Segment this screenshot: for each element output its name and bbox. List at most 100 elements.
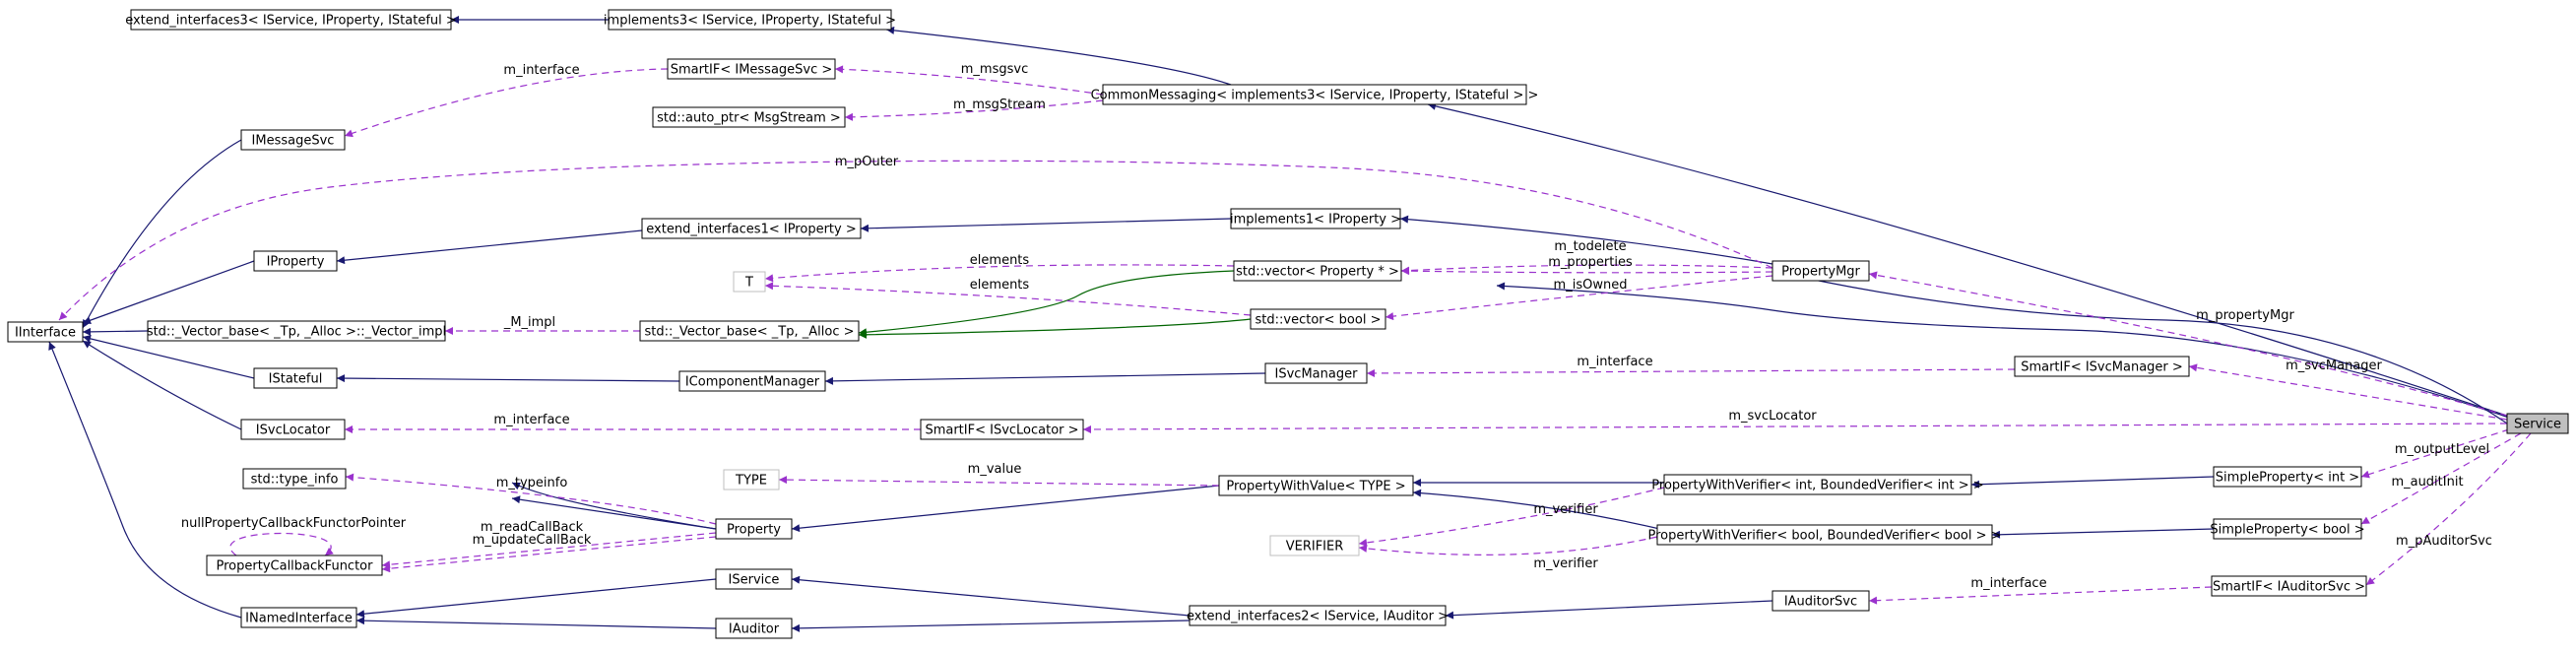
template-edge (858, 270, 1235, 337)
node-smartif-iauditorsvc[interactable]: SmartIF< IAuditorSvc > (2211, 575, 2367, 597)
node-box (1269, 535, 1360, 556)
edge-label-m-updatecallback: m_updateCallBack (473, 533, 592, 548)
inheritance-edge (1496, 282, 2510, 419)
edge-label-null-property-callback-functor-pointer: nullPropertyCallbackFunctorPointer (181, 516, 407, 531)
node-type-info[interactable]: std::type_info (242, 468, 347, 490)
usage-edge (1366, 368, 2016, 377)
node-box (1250, 308, 1386, 330)
inheritance-edge (1445, 600, 1773, 620)
node-pwv-int[interactable]: PropertyWithVerifier< int, BoundedVerifi… (1651, 474, 1984, 495)
node-box (608, 9, 892, 31)
node-box (2014, 356, 2190, 377)
node-istateful[interactable]: IStateful (253, 367, 338, 389)
node-vector-property[interactable]: std::vector< Property * > (1233, 260, 1402, 282)
edge-label-m-verifier: m_verifier (1533, 556, 1598, 571)
node-box (2213, 518, 2362, 540)
edge-label-m-interface: m_interface (503, 63, 579, 78)
node-icomponentmanager[interactable]: IComponentManager (678, 370, 826, 392)
inheritance-edge (791, 620, 1191, 632)
inheritance-edge (48, 341, 242, 619)
node-property[interactable]: Property (715, 518, 793, 540)
node-label: std::vector< bool > (1256, 313, 1382, 328)
node-simpleproperty-int[interactable]: SimpleProperty< int > (2213, 466, 2362, 488)
node-box (2211, 575, 2367, 597)
usage-edge (1868, 271, 2508, 417)
inheritance-edge (82, 327, 149, 336)
node-vector-impl[interactable]: std::_Vector_base< _Tp, _Alloc >::_Vecto… (147, 320, 446, 342)
usage-edge (1400, 267, 1773, 276)
node-t[interactable]: T (733, 271, 766, 293)
node-implements3[interactable]: implements3< IService, IProperty, IState… (604, 9, 896, 31)
node-smartif-isvclocator[interactable]: SmartIF< ISvcLocator > (920, 419, 1084, 440)
node-box (240, 129, 346, 151)
node-extend-interfaces3[interactable]: extend_interfaces3< IService, IProperty,… (125, 9, 457, 31)
node-auto-ptr-msgstream[interactable]: std::auto_ptr< MsgStream > (652, 106, 846, 128)
edge-label-m-todelete: m_todelete (1554, 239, 1626, 254)
node-propertywithvalue[interactable]: PropertyWithValue< TYPE > (1218, 475, 1414, 496)
node-box (652, 106, 846, 128)
node-label: PropertyWithVerifier< bool, BoundedVerif… (1647, 529, 2001, 544)
edge-label-m-svcmanager: m_svcManager (2286, 359, 2382, 373)
node-label: implements1< IProperty > (1230, 213, 1401, 228)
usage-edge (1868, 586, 2213, 605)
inheritance-edge (824, 372, 1266, 385)
node-implements1[interactable]: implements1< IProperty > (1230, 208, 1401, 229)
node-inamedinterface[interactable]: INamedInterface (240, 607, 357, 628)
node-commonmessaging[interactable]: CommonMessaging< implements3< IService, … (1091, 84, 1539, 105)
node-iinterface[interactable]: IInterface (7, 321, 84, 343)
node-iservice[interactable]: IService (715, 568, 793, 590)
node-type[interactable]: TYPE (723, 469, 780, 490)
node-vector-base[interactable]: std::_Vector_base< _Tp, _Alloc > (639, 320, 860, 342)
usage-edge (1385, 275, 1773, 321)
edge-label-m-svclocator: m_svcLocator (1728, 409, 1817, 424)
node-vector-bool[interactable]: std::vector< bool > (1250, 308, 1386, 330)
inheritance-edge (1991, 528, 2215, 539)
usage-edge (344, 68, 669, 138)
node-imessagesvc[interactable]: IMessageSvc (240, 129, 346, 151)
node-pwv-bool[interactable]: PropertyWithVerifier< bool, BoundedVerif… (1647, 524, 2002, 546)
inheritance-edge (336, 374, 680, 383)
edges-layer (48, 16, 2532, 632)
node-extend-interfaces1[interactable]: extend_interfaces1< IProperty > (641, 218, 862, 239)
node-iproperty[interactable]: IProperty (253, 250, 338, 272)
node-box (1218, 475, 1414, 496)
node-box (1189, 605, 1447, 626)
node-label: implements3< IService, IProperty, IState… (604, 14, 896, 29)
node-isvcmanager[interactable]: ISvcManager (1264, 362, 1368, 384)
node-propertymgr[interactable]: PropertyMgr (1771, 260, 1870, 282)
inheritance-edge (336, 229, 643, 265)
node-smartif-isvcmanager[interactable]: SmartIF< ISvcManager > (2014, 356, 2190, 377)
node-service[interactable]: Service (2506, 413, 2569, 434)
edge-label-m-value: m_value (968, 462, 1022, 477)
node-iauditor[interactable]: IAuditor (715, 618, 793, 639)
node-extend-interfaces2[interactable]: extend_interfaces2< IService, IAuditor > (1187, 605, 1449, 626)
node-isvclocator[interactable]: ISvcLocator (240, 419, 346, 440)
edge-label-m-interface: m_interface (1970, 576, 2046, 591)
node-box (733, 271, 766, 293)
node-label: extend_interfaces1< IProperty > (646, 223, 856, 237)
node-verifier[interactable]: VERIFIER (1269, 535, 1360, 556)
node-label: IAuditor (729, 622, 780, 637)
node-box (1663, 474, 1972, 495)
node-label: ISvcManager (1275, 367, 1359, 382)
usage-edge (2188, 363, 2508, 421)
usage-edge (345, 473, 717, 525)
usage-edge (2365, 432, 2532, 586)
node-simpleproperty-bool[interactable]: SimpleProperty< bool > (2210, 518, 2365, 540)
inheritance-edge (1412, 489, 1665, 531)
node-label: SmartIF< ISvcManager > (2021, 360, 2183, 375)
node-box (641, 218, 862, 239)
node-label: std::_Vector_base< _Tp, _Alloc > (644, 325, 854, 340)
usage-edge (778, 476, 1220, 487)
node-iauditorsvc[interactable]: IAuditorSvc (1771, 590, 1870, 612)
edge-label-m-properties: m_properties (1548, 255, 1633, 270)
node-propertycallbackfunctor[interactable]: PropertyCallbackFunctor (206, 555, 383, 576)
node-smartif-imessagesvc[interactable]: SmartIF< IMessageSvc > (667, 58, 836, 80)
node-label: SmartIF< IAuditorSvc > (2213, 580, 2365, 595)
node-label: SimpleProperty< bool > (2210, 523, 2364, 538)
node-box (240, 419, 346, 440)
node-label: IAuditorSvc (1784, 595, 1857, 610)
node-box (715, 618, 793, 639)
